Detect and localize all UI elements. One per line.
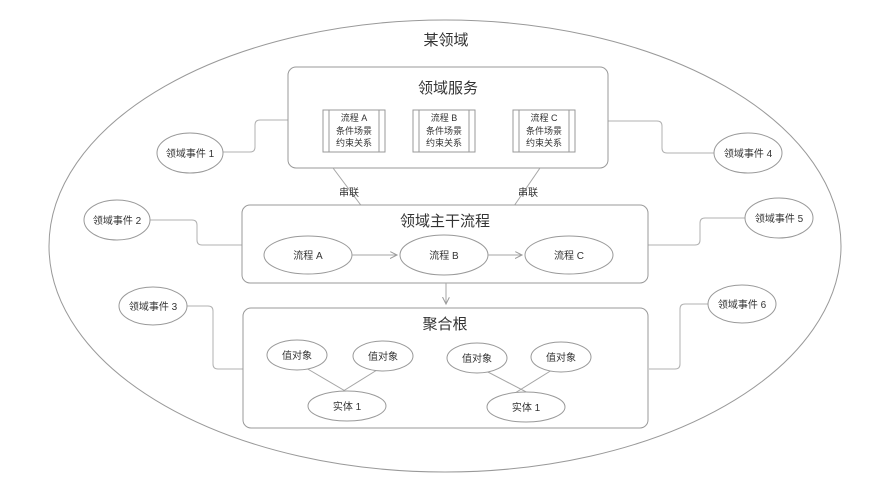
connector-event-4 <box>608 120 714 154</box>
value-object-3-ellipse <box>446 342 508 374</box>
domain-event-2-ellipse <box>83 199 151 241</box>
entity-2-ellipse <box>486 391 566 423</box>
process-card-c-line1: 流程 C <box>530 112 558 123</box>
flow-step-c-ellipse <box>524 235 614 275</box>
connector-event-3 <box>187 305 243 370</box>
process-card-a-line1: 流程 A <box>341 112 368 123</box>
process-card-c: 流程 C 条件场景 约束关系 <box>512 109 576 153</box>
process-card-a-rect <box>322 109 386 153</box>
process-card-b-rect <box>412 109 476 153</box>
flow-step-b-label: 流程 B <box>429 249 459 262</box>
service-box: 领域服务 流程 A 条件场景 约束关系 流程 B 条件场景 约束关系 流程 C … <box>287 66 609 169</box>
process-card-a-line3: 约束关系 <box>336 137 372 148</box>
process-card-a-line2: 条件场景 <box>336 125 372 136</box>
service-box-title: 领域服务 <box>418 80 478 97</box>
domain-event-2-label: 领域事件 2 <box>93 214 142 227</box>
link-vo4-entity2 <box>514 369 553 394</box>
domain-event-5-label: 领域事件 5 <box>755 212 804 225</box>
domain-title: 某领域 <box>423 32 468 49</box>
value-object-2-label: 值对象 <box>368 350 398 363</box>
flow-step-c-label: 流程 C <box>554 249 584 262</box>
connector-event-1 <box>223 119 288 153</box>
process-card-c-line3: 约束关系 <box>526 137 562 148</box>
serial-links: 串联 串联 <box>332 167 541 223</box>
entity-2-label: 实体 1 <box>512 401 541 414</box>
value-object-1-label: 值对象 <box>282 349 312 362</box>
main-flow-box-title: 领域主干流程 <box>400 213 490 230</box>
process-card-c-line2: 条件场景 <box>526 125 562 136</box>
process-card-b-line3: 约束关系 <box>426 137 462 148</box>
entity-1-label: 实体 1 <box>333 400 362 413</box>
value-object-1-ellipse <box>266 339 328 371</box>
domain-event-6-ellipse <box>707 284 777 324</box>
link-vo3-entity2 <box>485 370 533 396</box>
event-connectors <box>150 119 745 370</box>
process-card-c-rect <box>512 109 576 153</box>
process-card-b-line1: 流程 B <box>431 112 458 123</box>
value-object-2-ellipse <box>352 340 414 372</box>
aggregate-box-title: 聚合根 <box>422 316 467 333</box>
domain-event-5-ellipse <box>744 197 814 239</box>
value-object-4-label: 值对象 <box>546 351 576 364</box>
domain-event-1-label: 领域事件 1 <box>166 147 215 160</box>
connector-event-2 <box>150 219 242 246</box>
domain-event-4-ellipse <box>713 132 783 174</box>
domain-events: 领域事件 1 领域事件 2 领域事件 3 领域事件 4 领域事件 5 领域事件 … <box>83 132 814 326</box>
process-card-b-line2: 条件场景 <box>426 125 462 136</box>
flow-step-a-label: 流程 A <box>293 249 323 262</box>
connector-event-6 <box>649 303 708 370</box>
link-vo2-entity1 <box>339 369 378 394</box>
process-card-b: 流程 B 条件场景 约束关系 <box>412 109 476 153</box>
serial-link-right-label: 串联 <box>518 187 538 199</box>
process-card-a: 流程 A 条件场景 约束关系 <box>322 109 386 153</box>
domain-event-1-ellipse <box>156 132 224 174</box>
connector-event-5 <box>648 217 745 246</box>
domain-event-3-ellipse <box>118 286 188 326</box>
domain-event-6-label: 领域事件 6 <box>718 298 767 311</box>
main-flow-box: 领域主干流程 流程 A 流程 B 流程 C <box>241 204 649 284</box>
domain-event-4-label: 领域事件 4 <box>724 147 773 160</box>
serial-link-left-label: 串联 <box>339 187 359 199</box>
entity-1-ellipse <box>307 390 387 422</box>
value-object-4-ellipse <box>530 341 592 373</box>
domain-event-3-label: 领域事件 3 <box>129 300 178 313</box>
aggregate-box: 聚合根 值对象 值对象 值对象 值对象 实体 1 实体 1 <box>242 307 649 429</box>
value-object-3-label: 值对象 <box>462 352 492 365</box>
